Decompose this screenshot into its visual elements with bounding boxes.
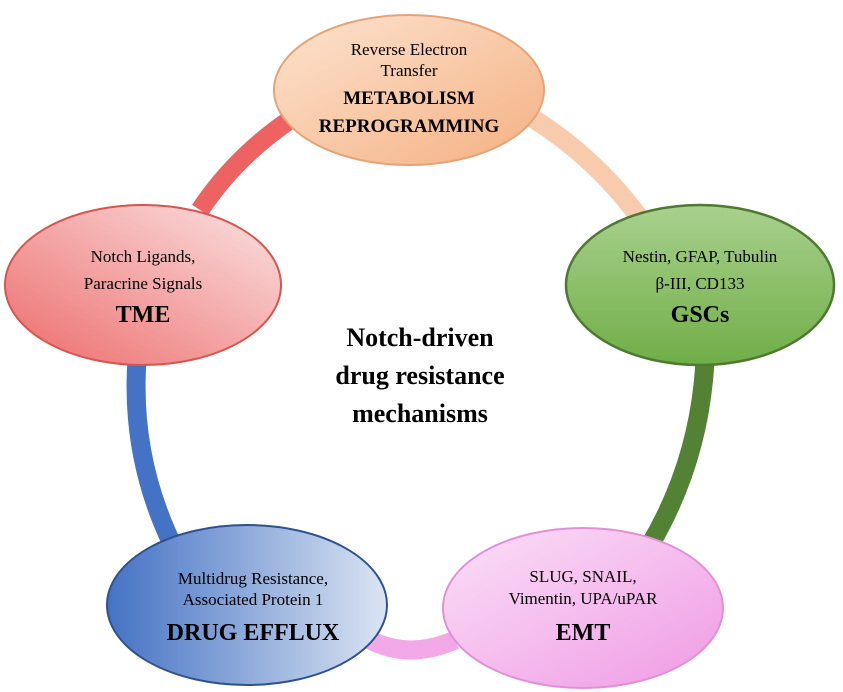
emt-detail-line-1: SLUG, SNAIL, — [529, 567, 636, 586]
tme-detail-line-2: Paracrine Signals — [84, 274, 203, 293]
connector-gscs-to-emt — [641, 359, 715, 550]
connector-drug-efflux-to-tme — [126, 359, 184, 555]
emt-detail-line-2: Vimentin, UPA/uPAR — [509, 589, 659, 608]
node-tme-ellipse — [4, 204, 282, 366]
node-metabolism-reprogramming: Reverse Electron Transfer METABOLISM REP… — [273, 14, 545, 166]
gscs-detail-line-2: β-III, CD133 — [656, 274, 745, 293]
node-drug-efflux-ellipse — [106, 524, 388, 686]
center-title-line-1: Notch-driven — [346, 323, 494, 352]
connector-emt-to-drug-efflux — [365, 631, 459, 660]
tme-detail-line-1: Notch Ligands, — [91, 247, 196, 266]
center-title-line-2: drug resistance — [335, 361, 504, 390]
node-drug-efflux: Multidrug Resistance, Associated Protein… — [106, 524, 388, 686]
drug-efflux-detail-line-2: Associated Protein 1 — [183, 590, 324, 609]
node-gscs: Nestin, GFAP, Tubulin β-III, CD133 GSCs — [564, 203, 836, 367]
drug-efflux-detail-line-1: Multidrug Resistance, — [178, 569, 328, 588]
tme-title: TME — [116, 302, 171, 328]
emt-title: EMT — [556, 620, 611, 646]
metabolism-title-line-2: REPROGRAMMING — [319, 116, 500, 137]
node-emt-ellipse — [442, 527, 724, 689]
node-gscs-ellipse — [564, 203, 836, 367]
center-title: Notch-driven drug resistance mechanisms — [335, 323, 504, 428]
metabolism-title-line-1: METABOLISM — [343, 88, 475, 109]
gscs-detail-line-1: Nestin, GFAP, Tubulin — [623, 247, 778, 266]
gscs-title: GSCs — [671, 302, 730, 328]
drug-efflux-title: DRUG EFFLUX — [167, 620, 340, 646]
metabolism-detail-line-2: Transfer — [381, 61, 438, 80]
node-emt: SLUG, SNAIL, Vimentin, UPA/uPAR EMT — [442, 527, 724, 689]
metabolism-detail-line-1: Reverse Electron — [351, 40, 468, 59]
center-title-line-3: mechanisms — [352, 399, 488, 428]
node-tme: Notch Ligands, Paracrine Signals TME — [4, 204, 282, 366]
node-metabolism-ellipse — [273, 14, 545, 166]
